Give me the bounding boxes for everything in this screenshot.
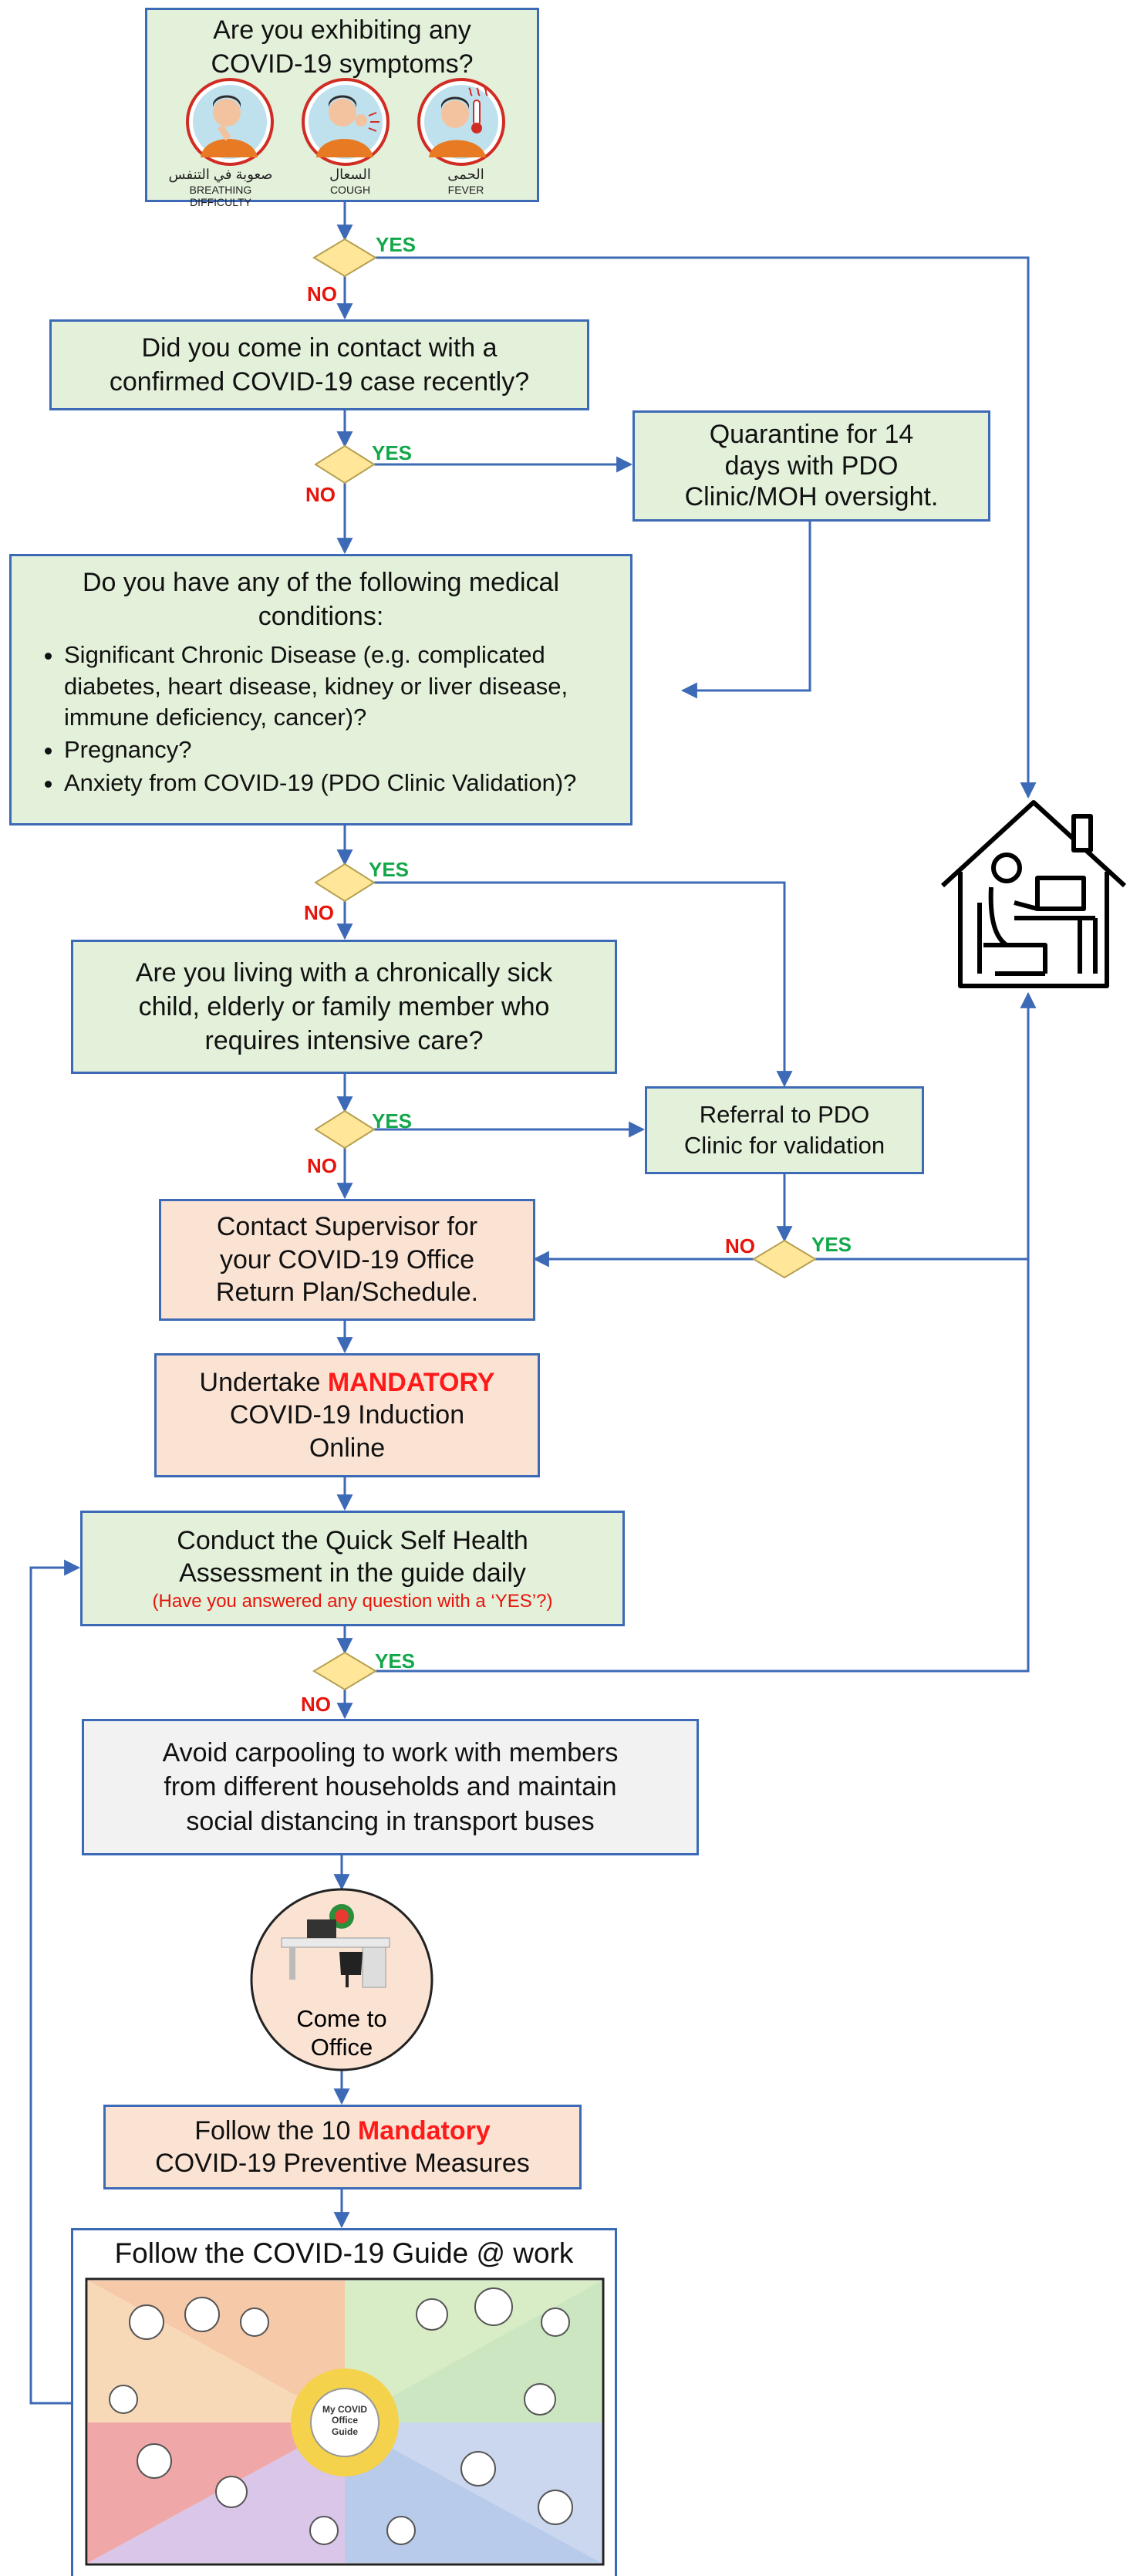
self-assessment-note: (Have you answered any question with a ‘…	[152, 1590, 553, 1612]
supervisor-line1: Contact Supervisor for	[216, 1212, 478, 1242]
self-assessment-line2: Assessment in the guide daily	[179, 1558, 526, 1588]
referral-line2: Clinic for validation	[683, 1132, 885, 1159]
yes-label-conditions: YES	[369, 858, 410, 881]
symptom-icons	[186, 78, 505, 166]
induction-box: Undertake MANDATORY COVID-19 Induction O…	[154, 1353, 540, 1477]
no-label-conditions: NO	[304, 901, 334, 924]
condition-item-pregnancy: Pregnancy?	[64, 734, 630, 765]
no-label-referral: NO	[725, 1234, 755, 1258]
decision-diamond-family	[314, 1109, 376, 1150]
no-label-family: NO	[307, 1154, 337, 1177]
no-label-assessment: NO	[301, 1693, 331, 1716]
carpool-box: Avoid carpooling to work with members fr…	[82, 1719, 699, 1855]
medical-conditions-line1: Do you have any of the following medical	[82, 568, 560, 597]
supervisor-box: Contact Supervisor for your COVID-19 Off…	[159, 1199, 535, 1321]
measures-line2: COVID-19 Preventive Measures	[155, 2149, 530, 2178]
guide-box: Follow the COVID-19 Guide @ work	[71, 2228, 617, 2576]
quarantine-box: Quarantine for 14 days with PDO Clinic/M…	[632, 410, 990, 522]
symptom-caption-breathing: صعوبة في التنفس BREATHING DIFFICULTY	[163, 167, 278, 209]
yes-label-family: YES	[372, 1109, 413, 1133]
no-label-contact: NO	[305, 483, 336, 506]
measures-prefix: Follow the 10	[194, 2115, 358, 2146]
quarantine-line3: Clinic/MOH oversight.	[684, 482, 939, 512]
work-from-home-icon	[940, 800, 1127, 988]
symptom-en-fever: FEVER	[447, 183, 484, 196]
quarantine-line1: Quarantine for 14	[709, 419, 914, 449]
preventive-measures-box: Follow the 10 Mandatory COVID-19 Prevent…	[103, 2105, 582, 2189]
symptom-ar-fever: الحمى	[447, 167, 484, 182]
decision-diamond-conditions	[314, 863, 376, 903]
decision-diamond-contact	[314, 444, 376, 484]
medical-conditions-list: Significant Chronic Disease (e.g. compli…	[12, 638, 630, 799]
carpool-line3: social distancing in transport buses	[186, 1806, 595, 1836]
breathing-difficulty-icon	[186, 78, 274, 166]
symptom-ar-cough: السعال	[329, 167, 371, 182]
symptom-caption-cough: السعال COUGH	[292, 167, 408, 196]
induction-line2: COVID-19 Induction	[229, 1400, 465, 1430]
self-assessment-box: Conduct the Quick Self Health Assessment…	[80, 1511, 625, 1626]
decision-diamond-referral	[752, 1239, 817, 1279]
office-illustration	[250, 1888, 433, 2071]
measures-mandatory: Mandatory	[357, 2115, 491, 2146]
measures-line1: Follow the 10 Mandatory	[194, 2115, 491, 2148]
yes-label-referral: YES	[811, 1233, 852, 1256]
yes-label-contact: YES	[372, 441, 413, 464]
office-label: Come to Office	[265, 2004, 419, 2061]
decision-diamond-symptoms	[312, 238, 377, 278]
no-label-symptoms: NO	[307, 282, 337, 306]
supervisor-line3: Return Plan/Schedule.	[215, 1278, 479, 1308]
fever-icon	[417, 78, 505, 166]
contact-question-line2: confirmed COVID-19 case recently?	[109, 367, 530, 397]
yes-label-assessment: YES	[375, 1649, 416, 1673]
office-line2: Office	[310, 2034, 373, 2061]
family-care-line1: Are you living with a chronically sick	[135, 957, 553, 988]
supervisor-line2: your COVID-19 Office	[219, 1244, 475, 1274]
family-care-question-box: Are you living with a chronically sick c…	[71, 940, 617, 1074]
decision-diamond-assessment	[312, 1651, 377, 1691]
symptom-caption-fever: الحمى FEVER	[408, 167, 524, 196]
contact-question-line1: Did you come in contact with a	[141, 333, 498, 363]
induction-line3: Online	[309, 1433, 386, 1463]
condition-item-chronic: Significant Chronic Disease (e.g. compli…	[64, 640, 630, 733]
medical-conditions-line2: conditions:	[258, 602, 384, 632]
symptom-en-cough: COUGH	[329, 183, 371, 196]
condition-item-anxiety: Anxiety from COVID-19 (PDO Clinic Valida…	[64, 768, 630, 798]
guide-poster	[85, 2277, 605, 2566]
connector-lines	[29, 202, 1037, 2405]
family-care-line3: requires intensive care?	[204, 1026, 484, 1056]
medical-conditions-box: Do you have any of the following medical…	[9, 554, 632, 825]
guide-center-label: My COVID Office Guide	[322, 2404, 367, 2437]
contact-question-box: Did you come in contact with a confirmed…	[49, 319, 589, 410]
self-assessment-line1: Conduct the Quick Self Health	[177, 1525, 528, 1555]
carpool-line1: Avoid carpooling to work with members	[162, 1738, 619, 1768]
referral-box: Referral to PDO Clinic for validation	[645, 1086, 924, 1174]
office-line1: Come to	[296, 2005, 387, 2032]
guide-title: Follow the COVID-19 Guide @ work	[114, 2237, 574, 2269]
symptoms-question-line2: COVID-19 symptoms?	[211, 49, 474, 79]
induction-line1: Undertake MANDATORY	[200, 1366, 495, 1399]
symptom-en-breathing: BREATHING DIFFICULTY	[189, 183, 252, 209]
symptom-ar-breathing: صعوبة في التنفس	[168, 167, 273, 182]
carpool-line2: from different households and maintain	[164, 1772, 617, 1802]
cough-icon	[302, 78, 390, 166]
induction-mandatory: MANDATORY	[327, 1367, 495, 1397]
quarantine-line2: days with PDO	[724, 451, 899, 481]
symptoms-question-line1: Are you exhibiting any	[213, 15, 471, 45]
referral-line1: Referral to PDO	[699, 1100, 870, 1128]
induction-prefix: Undertake	[199, 1367, 328, 1397]
family-care-line2: child, elderly or family member who	[138, 991, 550, 1021]
yes-label-symptoms: YES	[376, 233, 417, 256]
